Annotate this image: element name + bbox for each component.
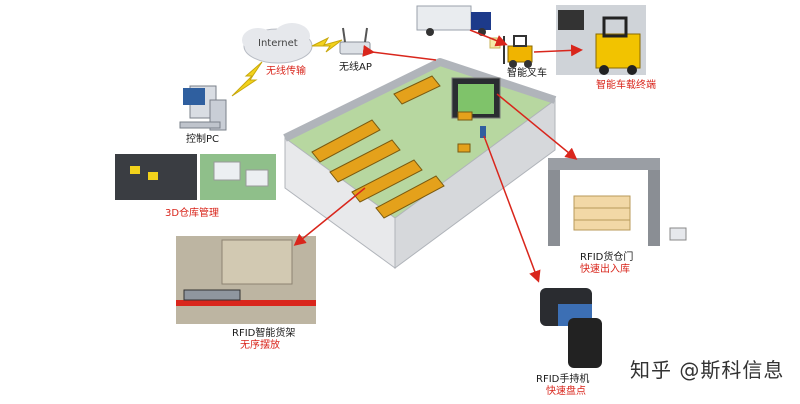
link-forklift-terminal xyxy=(533,44,583,57)
link-ap-warehouse xyxy=(362,44,437,61)
rfid-shelf-sub-label: 无序摆放 xyxy=(240,340,280,351)
wireless-transfer-label: 无线传输 xyxy=(266,66,306,77)
link-gate-rfidgate xyxy=(496,93,578,160)
wireless-ap-icon xyxy=(339,27,371,55)
rfid-handheld-sub-label: 快速盘点 xyxy=(546,386,586,397)
control-pc-label: 控制PC xyxy=(186,134,220,145)
link-warehouse-forklift xyxy=(469,29,508,47)
control-pc-icon xyxy=(179,85,227,131)
rfid-handheld-label: RFID手持机 xyxy=(536,374,590,385)
link-warehouse-shelf xyxy=(293,187,366,246)
vehicle-terminal-photo xyxy=(556,5,646,75)
warehouse-3d-image xyxy=(115,154,276,200)
lightning-icon xyxy=(231,61,263,97)
watermark-text: 知乎 @斯科信息 xyxy=(630,358,785,382)
rfid-shelf-photo xyxy=(176,236,316,324)
truck-icon xyxy=(416,5,491,36)
rfid-shelf-label: RFID智能货架 xyxy=(232,328,296,339)
lightning-icon xyxy=(311,36,343,53)
link-warehouse-handheld xyxy=(483,135,541,283)
warehouse-shelves xyxy=(311,75,445,219)
smart-forklift-label: 智能叉车 xyxy=(507,68,547,79)
rfid-gate-icon xyxy=(548,158,687,246)
warehouse-room xyxy=(283,58,557,269)
rfid-handheld-icon xyxy=(540,288,602,368)
rfid-gate-sub-label: 快速出入库 xyxy=(580,264,630,275)
warehouse-3d-label: 3D仓库管理 xyxy=(165,208,220,219)
wireless-ap-label: 无线AP xyxy=(339,62,372,73)
vehicle-terminal-label: 智能车载终端 xyxy=(596,80,656,91)
internet-cloud-icon xyxy=(242,23,313,64)
rfid-gate-label: RFID货仓门 xyxy=(580,252,634,263)
internet-label: Internet xyxy=(258,38,298,49)
